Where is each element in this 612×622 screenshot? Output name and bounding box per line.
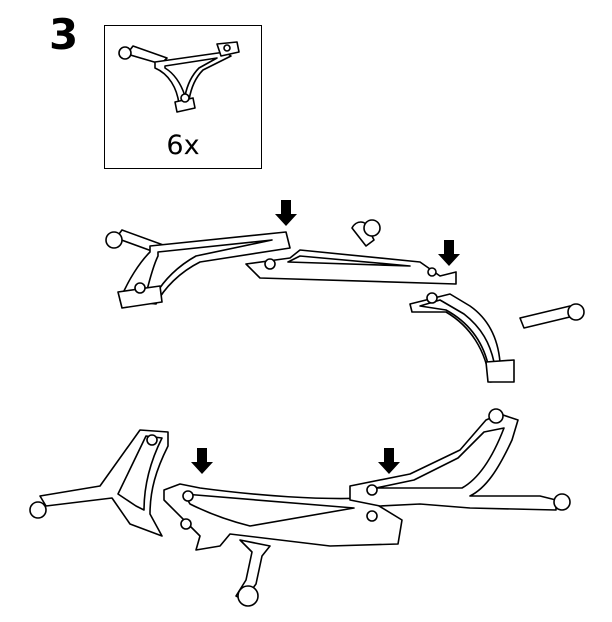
arrow-down-icon — [438, 240, 460, 266]
connector-left — [105, 229, 291, 309]
quantity-label: 6x — [166, 130, 200, 161]
arrow-down-icon — [378, 448, 400, 474]
connector-middle — [245, 219, 457, 285]
connector-right — [409, 292, 585, 383]
tri-arm-leg-connector-icon — [118, 41, 240, 113]
arrow-down-icon — [191, 448, 213, 474]
step-number: 3 — [49, 10, 79, 59]
parts-box: 6x — [104, 25, 262, 169]
connector-left — [29, 429, 169, 537]
connector-right — [349, 408, 571, 511]
arrow-down-icon — [275, 200, 297, 226]
connector-middle — [163, 483, 403, 607]
